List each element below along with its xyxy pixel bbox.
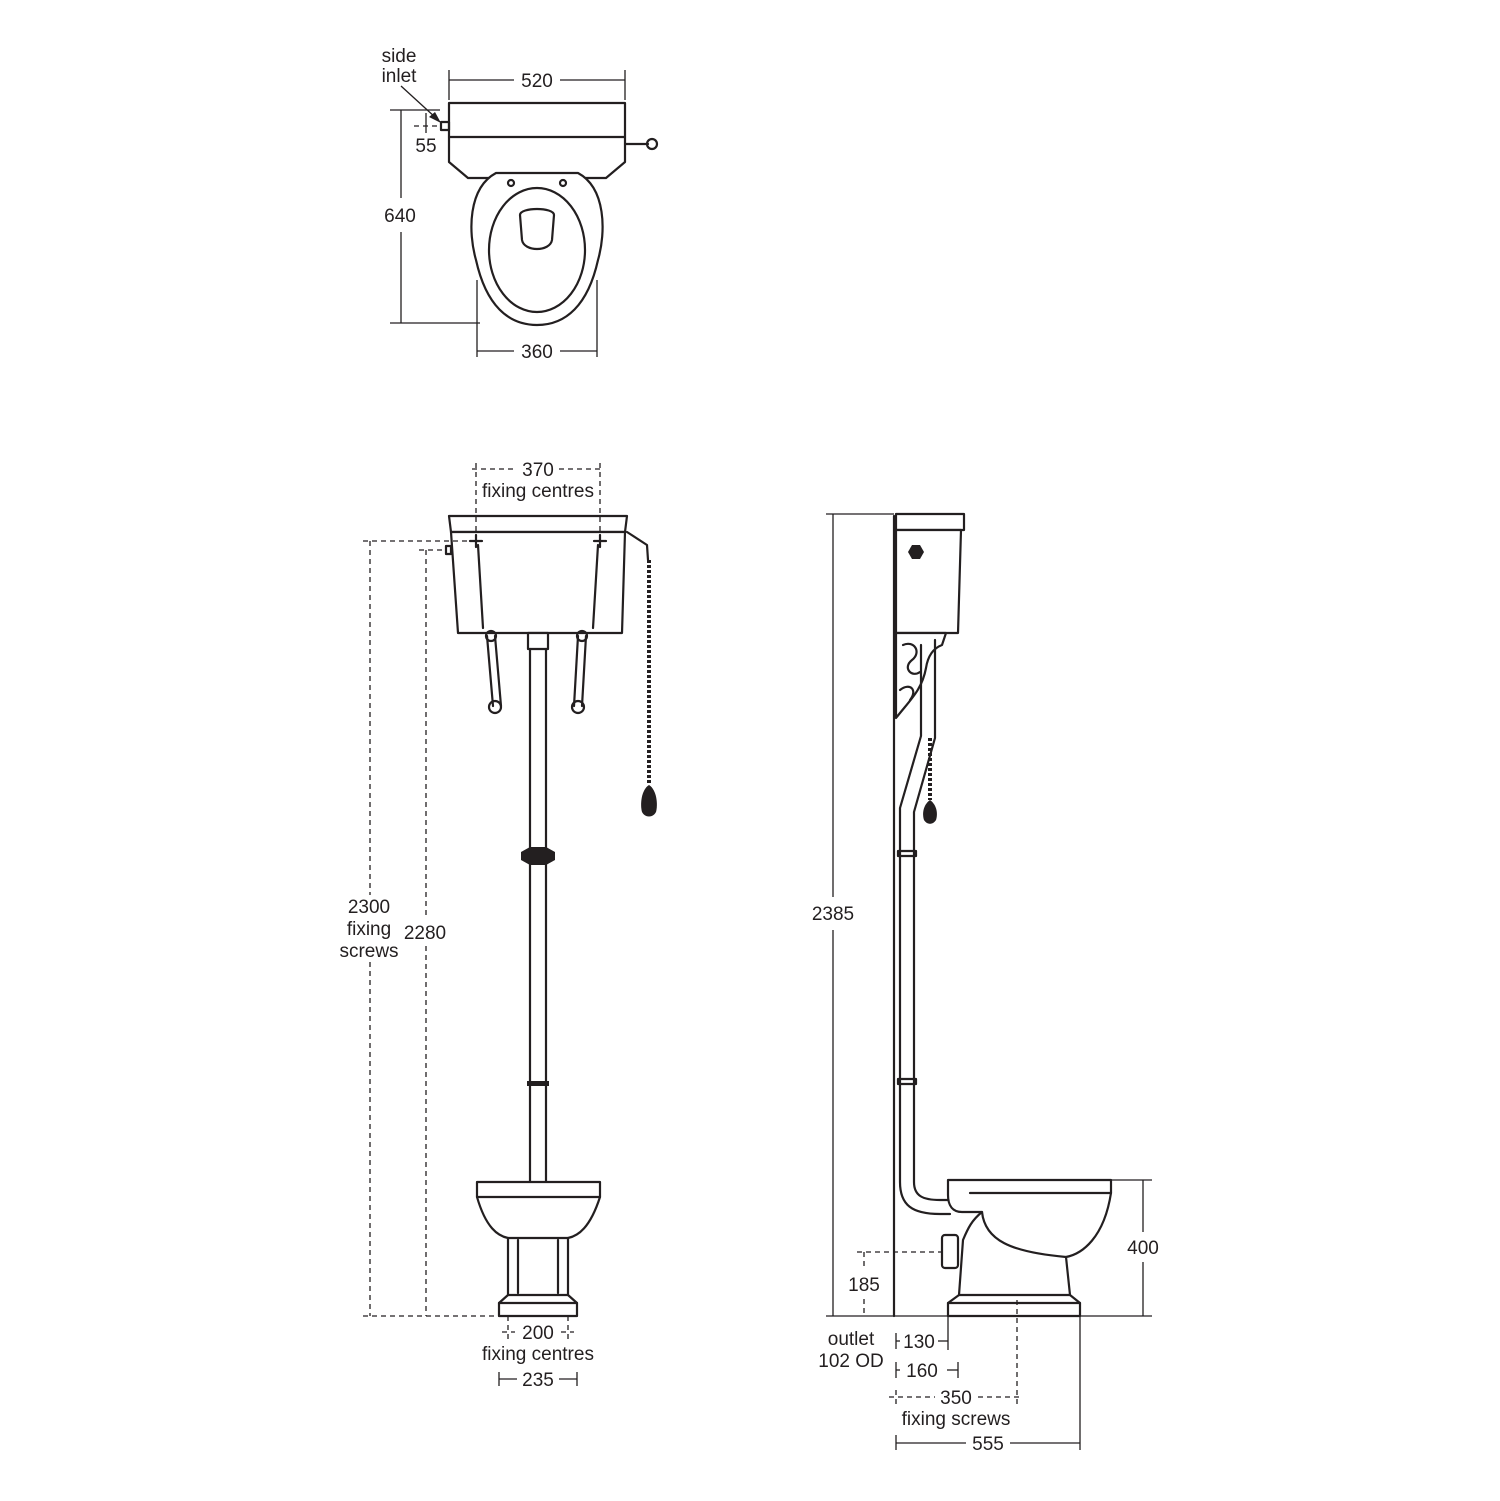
dim-2280: 2280 [404,923,446,944]
hinge-hole-right [558,178,568,188]
front-brackets [484,629,589,715]
side-inlet-arrow [429,112,441,123]
fixing-screws-label: fixing screws [902,1409,1011,1430]
front-pan [475,1180,602,1318]
dim-360: 360 [521,342,553,363]
side-flush-pipe-inner [898,643,952,1216]
bracket-scroll [898,642,922,702]
side-inlet-leader [400,85,437,119]
lever-knob [645,137,659,151]
dim-520: 520 [521,71,553,92]
screws-label: screws [339,941,398,962]
plan-view: 520 360 640 55 side inlet [382,46,659,363]
pipe-joint [527,1081,549,1086]
dim-2385: 2385 [812,904,854,925]
front-elevation: 370 fixing centres 2300 fixing screws 22… [339,460,657,1391]
side-cistern-lid [894,512,966,532]
side-elevation: 2385 400 185 outlet 102 OD 130 160 350 [812,512,1159,1455]
pull-handle [641,785,657,817]
dim-235: 235 [522,1370,554,1391]
pipe-connector [521,847,555,865]
hinge-hole-left [506,178,516,188]
fixing-centres-bottom: fixing centres [482,1344,594,1365]
dim-55: 55 [415,136,436,157]
dim-555: 555 [972,1434,1004,1455]
side-inlet-label-2: inlet [382,66,418,87]
outlet-label-2: 102 OD [818,1351,883,1372]
dim-400: 400 [1127,1238,1159,1259]
chain-arm [625,530,650,562]
dim-350: 350 [940,1388,972,1409]
outlet-label-1: outlet [828,1329,875,1350]
plan-seat [487,186,587,314]
dim-160: 160 [906,1361,938,1382]
dim-370: 370 [522,460,554,481]
side-flush-pipe-outer [912,638,952,1202]
side-pan [946,1178,1113,1318]
side-cistern-body [894,528,963,635]
fixing-label: fixing [347,919,391,940]
dim-185: 185 [848,1275,880,1296]
side-inlet-label-1: side [382,46,417,67]
pan-outlet [940,1233,960,1270]
side-inlet-stub [439,120,451,132]
side-pull-handle [923,800,937,824]
dim-2300: 2300 [348,897,390,918]
dim-640: 640 [384,206,416,227]
plan-bowl-opening [518,207,556,251]
fixing-centres-top: fixing centres [482,481,594,502]
flush-pipe-collar [526,631,550,651]
dim-130: 130 [903,1332,935,1353]
front-cistern-body [449,530,627,635]
cistern-nut [908,545,924,559]
plan-cistern [447,101,627,180]
dim-200: 200 [522,1323,554,1344]
